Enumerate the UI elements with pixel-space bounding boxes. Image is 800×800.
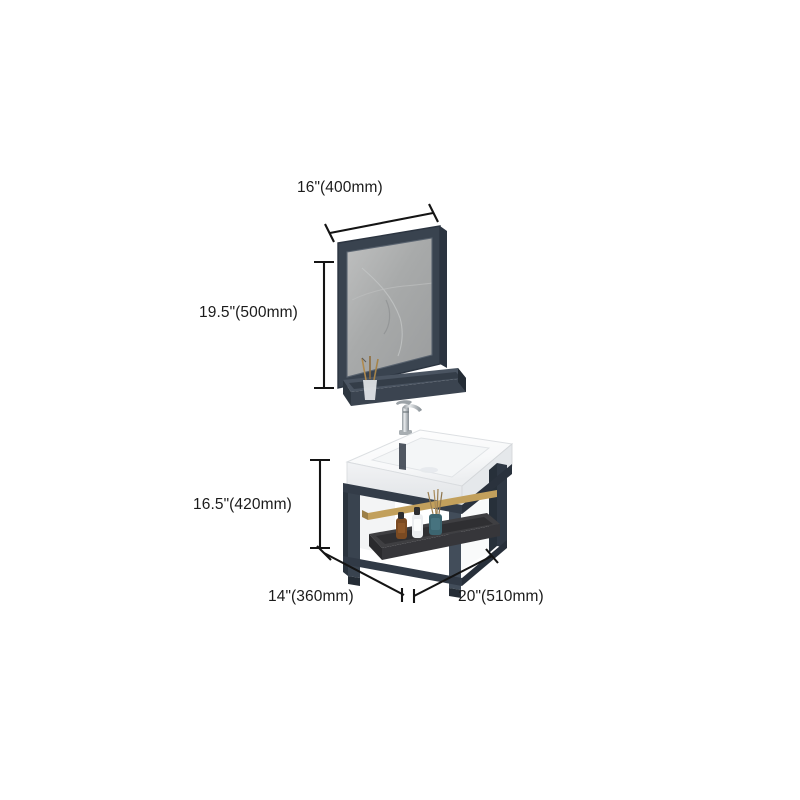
mirror-shelf-right (458, 368, 466, 392)
faucet-group (396, 400, 422, 435)
vanity-leg-front-left (348, 487, 360, 578)
mirror-shelf-front (351, 378, 466, 406)
dimension-label-vanity-height: 16.5"(420mm) (193, 496, 292, 513)
mirror-inner-edge (346, 237, 433, 378)
bottom-tray-front (382, 524, 500, 560)
faucet-handle (396, 400, 412, 405)
dimension-label-vanity-depth: 14"(360mm) (268, 588, 354, 605)
white-bottle (412, 507, 423, 538)
dimension-lines (310, 203, 499, 603)
dim-vanity-width (412, 548, 499, 603)
vanity-rail-bottom-right (462, 540, 507, 586)
mirror-shelf-left (343, 380, 351, 406)
basin-drain (420, 467, 438, 473)
dimension-label-mirror-width: 16"(400mm) (297, 179, 383, 196)
brass-accent-cap (362, 510, 368, 520)
mirror-vein-2 (351, 282, 433, 301)
faucet-body (402, 406, 409, 432)
vanity-foot-left (348, 576, 360, 586)
mirror-vein (361, 267, 403, 357)
mirror-group (337, 225, 447, 389)
brush-cup (361, 356, 379, 400)
vanity-foot-right (449, 588, 461, 598)
vanity-leg-back-right-side (489, 463, 497, 553)
faucet-spout (403, 404, 422, 412)
dim-vanity-height (310, 458, 330, 550)
mirror-frame-side (440, 226, 447, 368)
teal-diffuser (427, 488, 443, 535)
toiletries-group (396, 488, 443, 539)
bottom-tray-left (369, 534, 382, 560)
dim-mirror-height (314, 260, 334, 390)
dimension-label-mirror-height: 19.5"(500mm) (199, 304, 298, 321)
vanity-rail-top-right (462, 464, 512, 514)
vanity-leg-front-left-side (343, 483, 348, 576)
faucet-accent (403, 411, 409, 413)
vanity-leg-back-left (399, 443, 406, 470)
mirror-shelf-group (343, 356, 466, 406)
dimension-label-vanity-width: 20"(510mm) (458, 588, 544, 605)
mirror-shelf-well (349, 372, 461, 389)
dim-vanity-depth (316, 545, 405, 602)
dim-mirror-width (324, 203, 439, 243)
mirror-glass (347, 238, 432, 377)
vanity-rail-bottom-front (343, 556, 462, 586)
amber-bottle (396, 512, 407, 539)
mirror-vein-3 (383, 299, 391, 335)
faucet-base (399, 430, 412, 435)
